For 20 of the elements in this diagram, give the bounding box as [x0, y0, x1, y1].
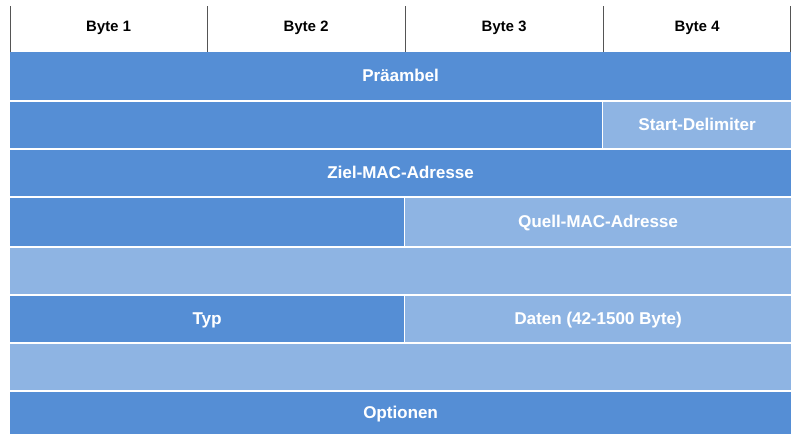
field-block	[405, 198, 791, 246]
column-header: Byte 1	[84, 16, 132, 36]
field-label: Optionen	[363, 403, 438, 423]
empty-field-block	[10, 344, 791, 390]
field-block	[603, 102, 791, 148]
empty-field-block	[10, 248, 791, 294]
column-header: Byte 3	[480, 16, 528, 36]
field-label: Quell-MAC-Adresse	[518, 212, 678, 232]
field-block	[10, 392, 791, 434]
field-block	[405, 296, 791, 342]
field-label: Typ	[192, 309, 222, 329]
field-label: Präambel	[362, 66, 439, 86]
field-block	[10, 52, 791, 100]
column-header: Byte 2	[282, 16, 330, 36]
field-block	[10, 150, 791, 196]
column-header: Byte 4	[673, 16, 721, 36]
field-block	[10, 296, 404, 342]
field-label: Start-Delimiter	[638, 115, 756, 135]
field-label: Daten (42-1500 Byte)	[514, 309, 682, 329]
field-label: Ziel-MAC-Adresse	[327, 163, 474, 183]
